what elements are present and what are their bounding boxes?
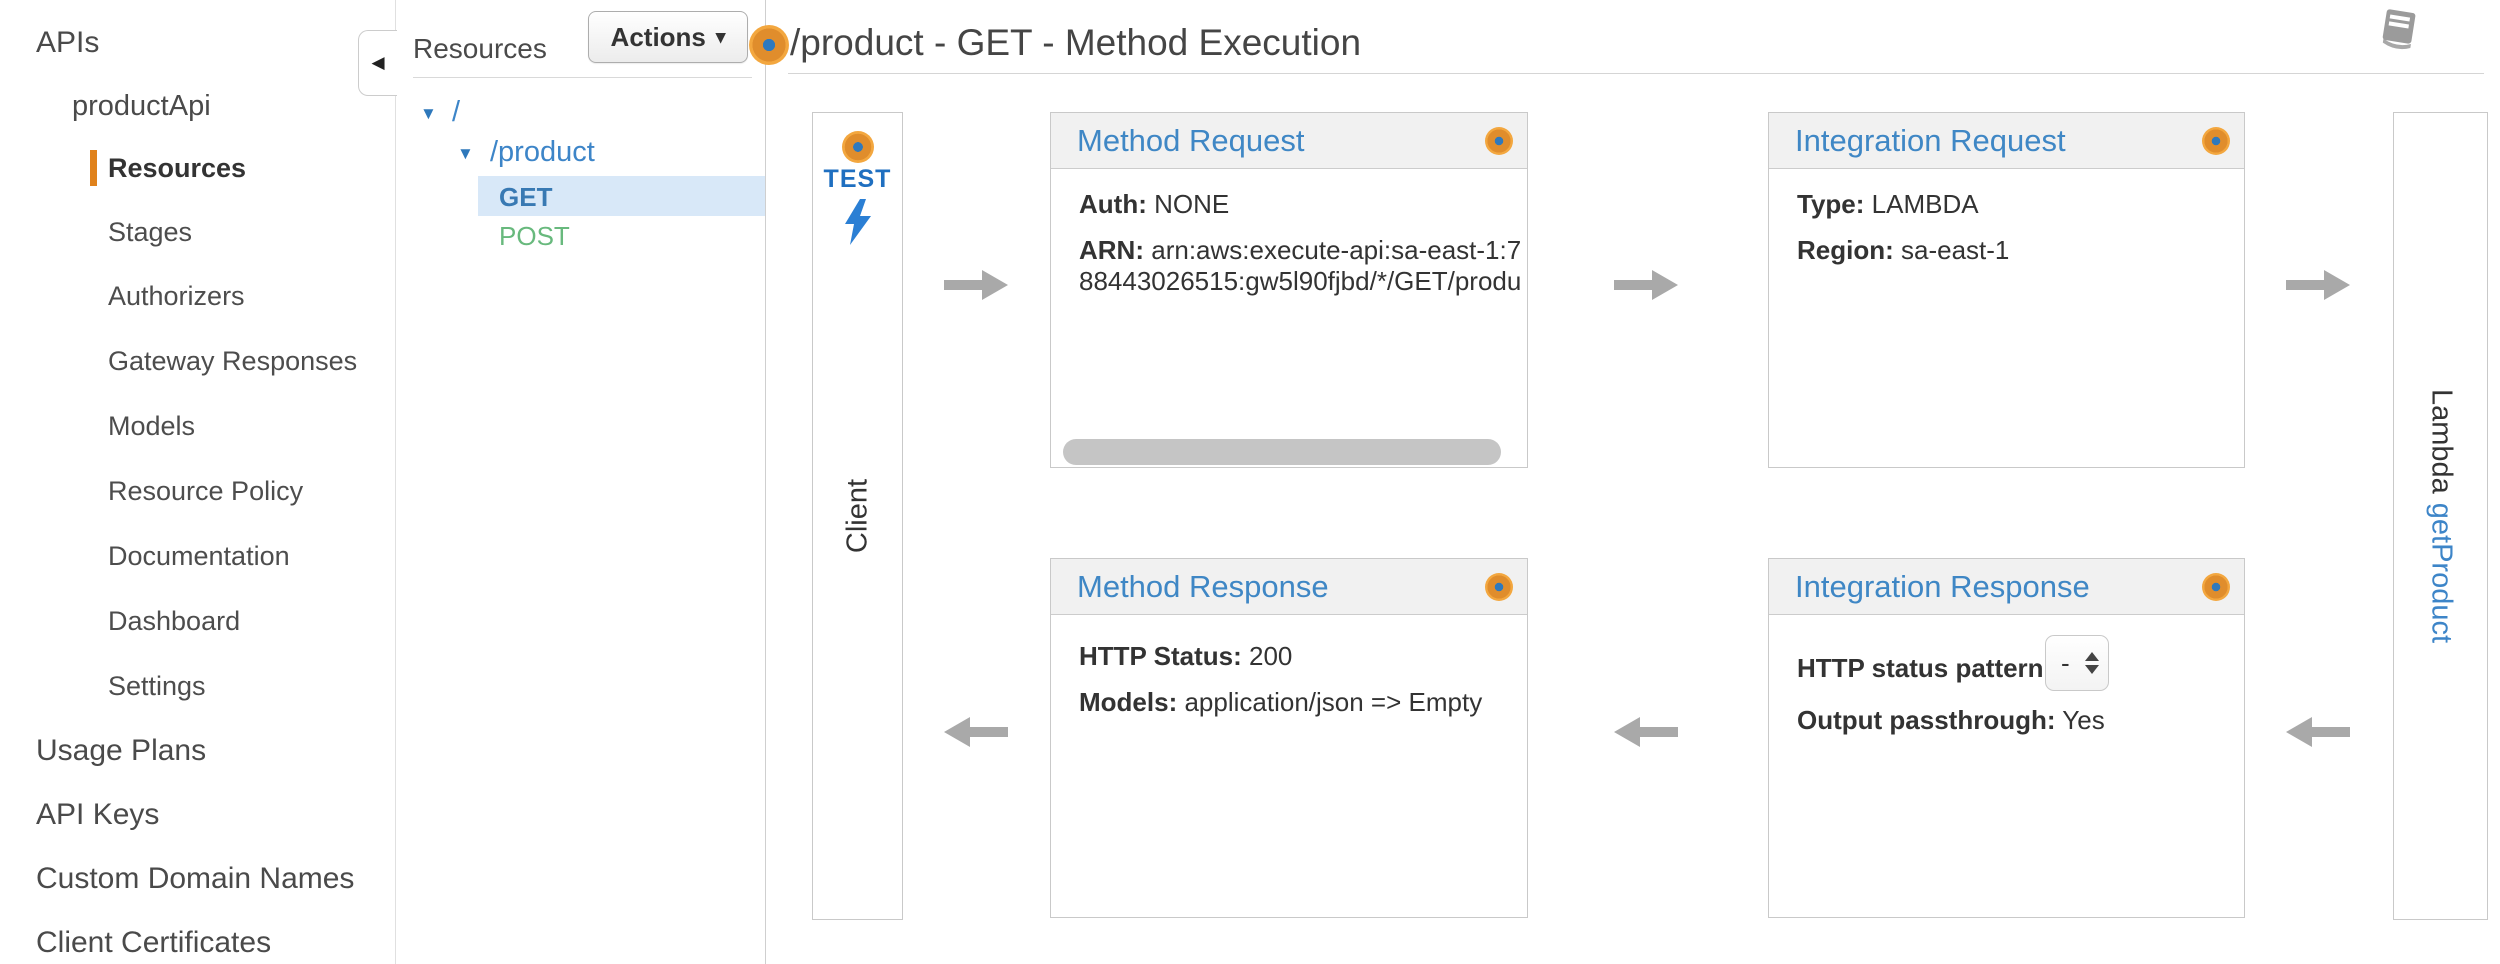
arrow-right-method-to-integration-request [1614, 267, 1678, 303]
sidebar-item-dashboard[interactable]: Dashboard [108, 606, 241, 636]
sidebar-item-client-certificates[interactable]: Client Certificates [36, 926, 272, 959]
sidebar-item-gateway-responses[interactable]: Gateway Responses [108, 346, 358, 376]
sidebar-divider [395, 0, 396, 964]
auth-line: Auth: NONE [1079, 189, 1230, 219]
arn-line: ARN: arn:aws:execute-api:sa-east-1:78844… [1079, 235, 1522, 296]
tree-method-post[interactable]: POST [499, 221, 570, 251]
http-status-pattern-select[interactable]: - [2045, 635, 2109, 691]
sidebar-item-product-api[interactable]: productApi [72, 90, 211, 122]
tour-marker-method-response [1485, 573, 1513, 601]
integration-response-header: Integration Response [1769, 559, 2244, 615]
collapse-panel-button[interactable]: ◀ [358, 30, 397, 96]
sidebar-item-documentation[interactable]: Documentation [108, 541, 290, 571]
http-status-line: HTTP Status: 200 [1079, 641, 1293, 671]
sidebar-item-resources[interactable]: Resources [108, 153, 247, 183]
integration-request-header: Integration Request [1769, 113, 2244, 169]
arrow-left-method-response-to-client [944, 714, 1008, 750]
method-response-title[interactable]: Method Response [1077, 569, 1329, 604]
tree-node-product[interactable]: /product [490, 136, 595, 168]
method-request-title[interactable]: Method Request [1077, 123, 1305, 158]
active-item-indicator [90, 150, 97, 186]
tree-node-root[interactable]: / [452, 96, 461, 128]
sidebar-item-usage-plans[interactable]: Usage Plans [36, 734, 207, 767]
sidebar-item-authorizers[interactable]: Authorizers [108, 281, 245, 311]
arrow-left-integration-to-method-response [1614, 714, 1678, 750]
lightning-bolt-icon [844, 199, 871, 245]
lambda-label: LambdagetProduct [2425, 388, 2457, 644]
select-spinner-icon [2085, 652, 2099, 674]
tree-method-get-highlight[interactable] [478, 176, 765, 216]
test-link[interactable]: TEST [823, 165, 892, 193]
tour-marker-client [842, 131, 874, 163]
method-response-box: Method Response HTTP Status: 200 Models:… [1050, 558, 1528, 918]
collapse-left-icon: ◀ [371, 53, 385, 72]
documentation-book-icon[interactable] [2376, 8, 2422, 52]
tree-expand-icon-product[interactable]: ▼ [457, 144, 474, 163]
integration-response-title[interactable]: Integration Response [1795, 569, 2090, 604]
sidebar-item-api-keys[interactable]: API Keys [36, 798, 160, 831]
sidebar-item-models[interactable]: Models [108, 411, 196, 441]
sidebar-item-custom-domain-names[interactable]: Custom Domain Names [36, 862, 355, 895]
method-request-header: Method Request [1051, 113, 1527, 169]
arrow-left-lambda-to-integration-response [2286, 714, 2350, 750]
resources-panel-title: Resources [413, 33, 547, 64]
method-request-box: Method Request Auth: NONE ARN: arn:aws:e… [1050, 112, 1528, 468]
sidebar-item-resource-policy[interactable]: Resource Policy [108, 476, 304, 506]
client-box: TEST Client [812, 112, 903, 920]
arrow-right-integration-request-to-lambda [2286, 267, 2350, 303]
client-label: Client [841, 478, 873, 554]
method-response-header: Method Response [1051, 559, 1527, 615]
integration-request-title[interactable]: Integration Request [1795, 123, 2066, 158]
resources-header-rule [413, 77, 752, 78]
sidebar-item-stages[interactable]: Stages [108, 217, 193, 247]
type-line: Type: LAMBDA [1797, 189, 1979, 219]
models-line: Models: application/json => Empty [1079, 687, 1483, 717]
tour-marker-title [749, 25, 789, 65]
tree-method-get[interactable]: GET [499, 182, 553, 212]
main-divider [765, 0, 766, 964]
tour-marker-integration-response [2202, 573, 2230, 601]
http-status-pattern-label: HTTP status pattern: [1797, 653, 2053, 683]
page-title: /product - GET - Method Execution [790, 22, 1362, 63]
integration-request-box: Integration Request Type: LAMBDA Region:… [1768, 112, 2245, 468]
lambda-function-link[interactable]: getProduct [2425, 502, 2457, 644]
sidebar-item-settings[interactable]: Settings [108, 671, 206, 701]
horizontal-scrollbar[interactable] [1063, 439, 1501, 465]
caret-down-icon: ▾ [715, 26, 726, 48]
title-rule [788, 73, 2484, 74]
arrow-right-client-to-method-request [944, 267, 1008, 303]
tour-marker-integration-request [2202, 127, 2230, 155]
region-line: Region: sa-east-1 [1797, 235, 2010, 265]
sidebar-section-apis[interactable]: APIs [36, 26, 100, 59]
tree-expand-icon-root[interactable]: ▼ [420, 104, 437, 123]
output-passthrough-line: Output passthrough: Yes [1797, 705, 2105, 735]
tour-marker-method-request [1485, 127, 1513, 155]
integration-response-box: Integration Response HTTP status pattern… [1768, 558, 2245, 918]
lambda-box: LambdagetProduct [2393, 112, 2488, 920]
actions-button[interactable]: Actions ▾ [588, 11, 748, 63]
